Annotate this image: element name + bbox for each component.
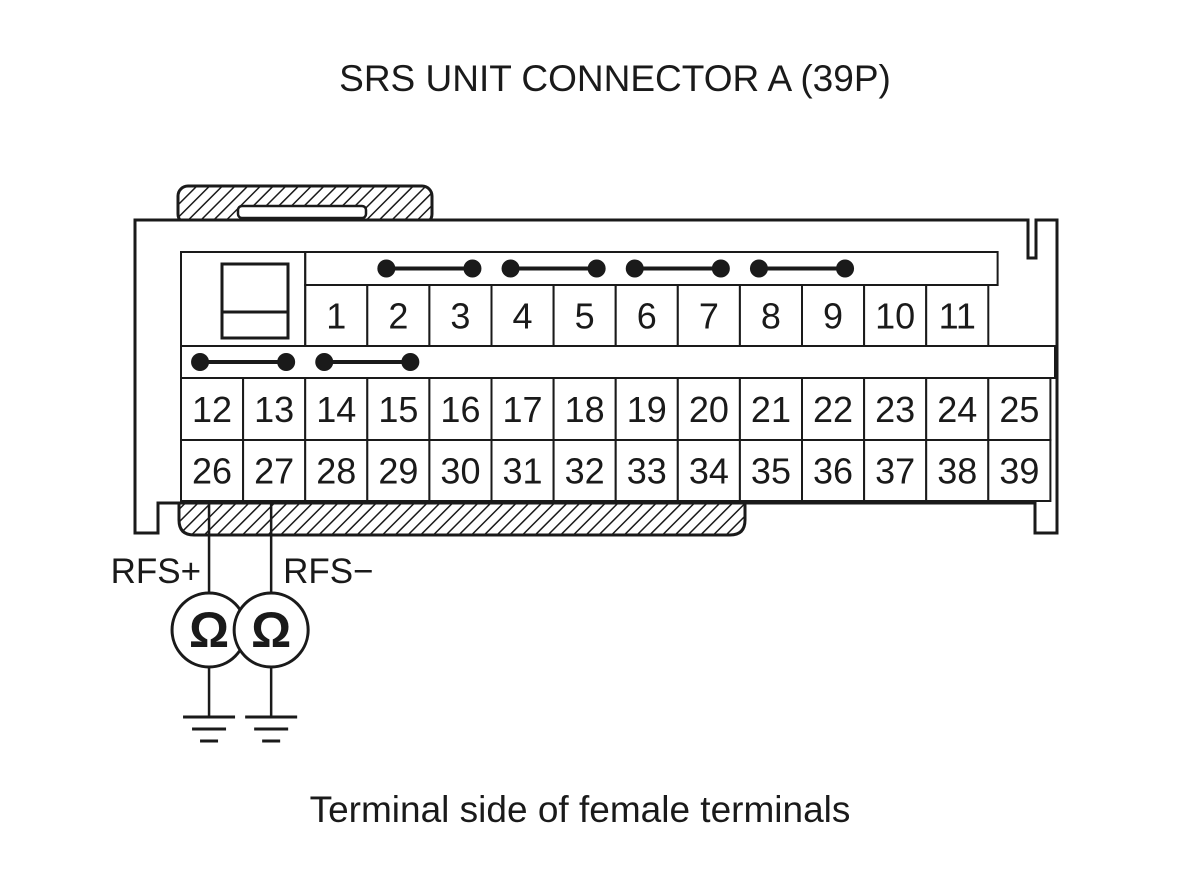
diagram-caption: Terminal side of female terminals (310, 789, 851, 830)
terminal-cell (552, 439, 617, 502)
terminal-label-2: 2 (388, 296, 408, 337)
terminal-label-6: 6 (637, 296, 657, 337)
terminal-label-18: 18 (565, 389, 605, 430)
ground-icon (245, 715, 298, 743)
terminal-label-26: 26 (192, 451, 232, 492)
terminal-cell (676, 284, 741, 347)
ohmmeter-icon: Ω (170, 591, 248, 669)
diagram-title: SRS UNIT CONNECTOR A (39P) (339, 58, 891, 99)
terminal-label-27: 27 (254, 451, 294, 492)
ohm-symbol: Ω (251, 602, 291, 658)
terminal-label-33: 33 (627, 451, 667, 492)
terminal-label-14: 14 (316, 389, 356, 430)
terminal-cell (490, 377, 555, 441)
terminal-cell (863, 439, 928, 502)
terminal-cell (552, 377, 617, 441)
terminal-label-32: 32 (565, 451, 605, 492)
shorting-bar-8-9 (749, 259, 855, 278)
shorting-bar-12-13 (191, 353, 296, 371)
terminal-cell (366, 439, 431, 502)
terminal-label-13: 13 (254, 389, 294, 430)
terminal-cell (428, 377, 493, 441)
terminal-grid (180, 251, 1056, 502)
shorting-bar-2-3 (377, 259, 482, 278)
shorting-bar-6-7 (625, 259, 730, 278)
terminal-cell (925, 284, 990, 347)
terminal-label-38: 38 (937, 451, 977, 492)
terminal-label-8: 8 (761, 296, 781, 337)
terminal-label-24: 24 (937, 389, 977, 430)
terminal-cell (428, 439, 493, 502)
terminal-label-30: 30 (440, 451, 480, 492)
terminal-label-11: 11 (939, 296, 976, 337)
terminal-cell (925, 377, 990, 441)
terminal-cell (987, 439, 1052, 502)
terminal-cell (180, 439, 245, 502)
terminal-cell (676, 439, 741, 502)
polarity-guide (220, 262, 290, 340)
ohm-symbol: Ω (189, 602, 229, 658)
terminal-cell (490, 439, 555, 502)
terminal-label-35: 35 (751, 451, 791, 492)
terminal-label-31: 31 (503, 451, 543, 492)
terminal-label-34: 34 (689, 451, 729, 492)
terminal-label-15: 15 (378, 389, 418, 430)
terminal-label-7: 7 (699, 296, 719, 337)
terminal-cell (614, 377, 679, 441)
terminal-label-4: 4 (513, 296, 533, 337)
probe-26: Ω RFS+ (111, 500, 248, 743)
terminal-cell (490, 284, 555, 347)
terminal-label-36: 36 (813, 451, 853, 492)
terminal-label-19: 19 (627, 389, 667, 430)
terminal-label-3: 3 (450, 296, 470, 337)
terminal-label-39: 39 (999, 451, 1039, 492)
terminal-cell (242, 377, 307, 441)
terminal-cell (801, 377, 866, 441)
terminal-cell (987, 377, 1052, 441)
terminal-label-28: 28 (316, 451, 356, 492)
shorting-bar-14-15 (315, 353, 420, 371)
terminal-cell (925, 439, 990, 502)
terminal-label-17: 17 (503, 389, 543, 430)
terminal-cell (304, 284, 369, 347)
shorting-bar-4-5 (501, 259, 606, 278)
terminal-cell (304, 377, 369, 441)
terminal-cell (304, 439, 369, 502)
terminal-cell (366, 284, 431, 347)
probe-label-26: RFS+ (111, 552, 201, 591)
terminal-label-9: 9 (823, 296, 843, 337)
terminal-label-10: 10 (875, 296, 915, 337)
terminal-cell (801, 284, 866, 347)
ohmmeter-icon: Ω (232, 591, 310, 669)
terminal-cell (552, 284, 617, 347)
terminal-label-16: 16 (440, 389, 480, 430)
terminal-label-25: 25 (999, 389, 1039, 430)
top-latch (176, 184, 434, 226)
terminal-label-37: 37 (875, 451, 915, 492)
terminal-cell (801, 439, 866, 502)
terminal-label-23: 23 (875, 389, 915, 430)
ground-icon (183, 715, 236, 743)
shorting-bars (191, 259, 855, 371)
terminal-label-12: 12 (192, 389, 232, 430)
terminal-cell (614, 284, 679, 347)
terminal-cell (242, 439, 307, 502)
probe-label-27: RFS− (283, 552, 373, 591)
terminal-label-20: 20 (689, 389, 729, 430)
terminal-label-22: 22 (813, 389, 853, 430)
probe-27: Ω RFS− (232, 500, 374, 743)
terminal-label-29: 29 (378, 451, 418, 492)
terminal-label-5: 5 (575, 296, 595, 337)
probe-circuit: Ω RFS+ Ω RFS− (111, 500, 374, 743)
terminal-label-1: 1 (326, 296, 346, 337)
terminal-label-21: 21 (751, 389, 791, 430)
bottom-key (177, 501, 747, 537)
